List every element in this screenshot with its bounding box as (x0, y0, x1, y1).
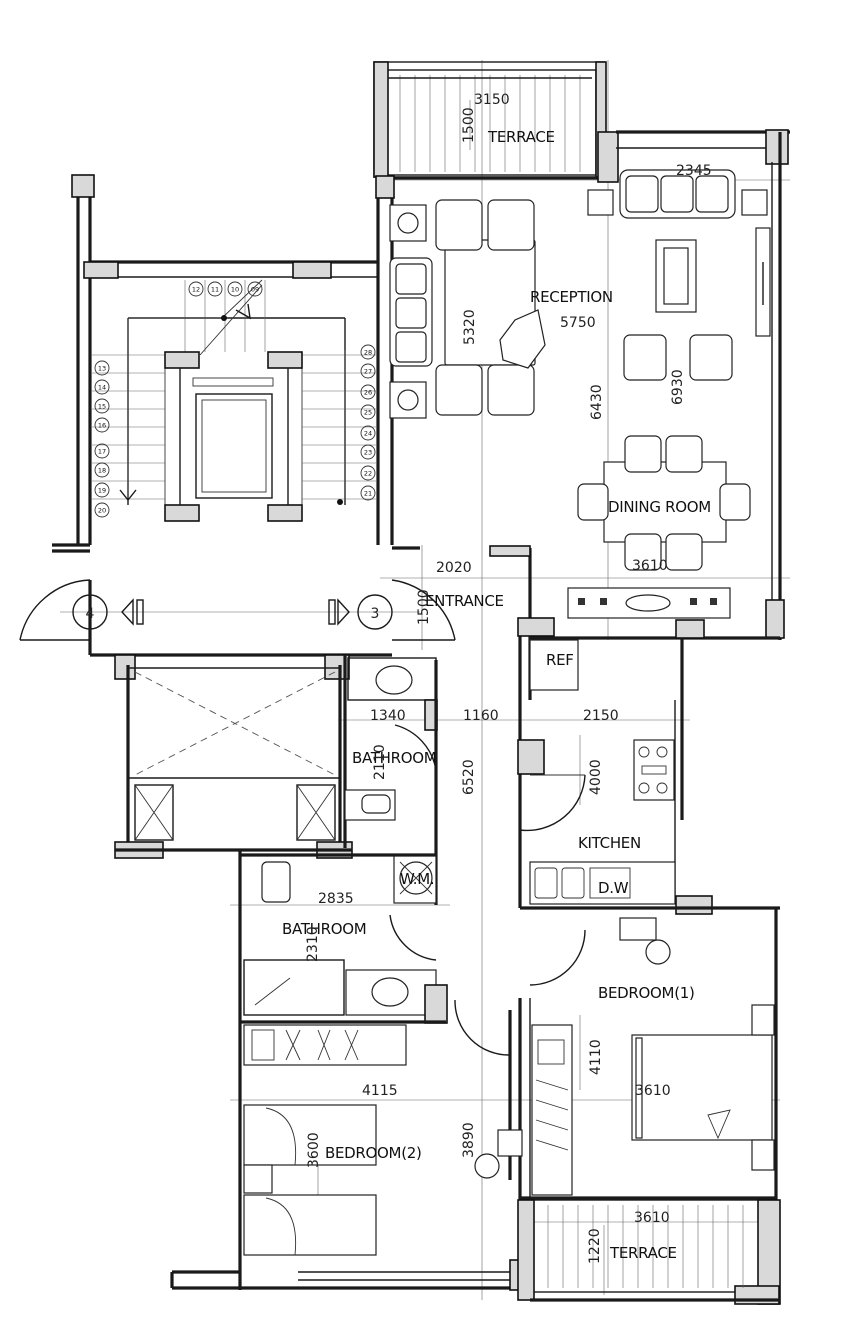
room-label-terrace-bottom: TERRACE (609, 1244, 677, 1262)
step-num: 11 (211, 286, 219, 294)
dim-3610a: 3610 (635, 1083, 671, 1099)
step-num: 27 (364, 368, 372, 376)
room-labels: TERRACE RECEPTION DINING ROOM ENTRANCE B… (282, 128, 711, 1262)
duct-shaft (114, 654, 353, 859)
room-label-kitchen: KITCHEN (578, 834, 641, 852)
room-label-entrance: ENTRANCE (425, 592, 504, 610)
step-num: 24 (364, 430, 372, 438)
lift-shaft (164, 351, 303, 522)
step-num: 15 (98, 403, 106, 411)
step-num: 28 (364, 349, 372, 357)
dim-1500: 1500 (461, 107, 477, 143)
entrance-bathroom1 (238, 655, 438, 1290)
bedroom2 (170, 998, 533, 1291)
fixture-label-fridge: REF (546, 651, 574, 669)
dim-1160: 1160 (463, 708, 499, 724)
step-num: 10 (231, 286, 239, 294)
dim-3890: 3890 (461, 1122, 477, 1158)
step-num: 23 (364, 449, 372, 457)
fixture-label-dw: D.W (598, 879, 629, 897)
bathroom2 (240, 853, 448, 1024)
dim-1500b: 1500 (416, 589, 432, 625)
step-num: 20 (98, 507, 106, 515)
step-num: 25 (364, 409, 372, 417)
bottom-terrace (517, 1199, 781, 1305)
step-num: 21 (364, 490, 372, 498)
dim-2020: 2020 (436, 560, 472, 576)
dim-4000: 4000 (588, 759, 604, 795)
step-num: 19 (98, 487, 106, 495)
grid-label-left: 4 (86, 606, 95, 622)
bedroom1 (520, 908, 778, 1200)
step-num: 17 (98, 448, 106, 456)
dim-2110: 2110 (372, 744, 388, 780)
grid-label-right: 3 (371, 606, 380, 622)
step-num: 18 (98, 467, 106, 475)
dim-2345: 2345 (676, 163, 712, 179)
dimension-labels: 3150 1500 2345 5750 5320 6430 6930 2020 … (305, 92, 712, 1264)
dim-3610c: 3610 (632, 558, 668, 574)
dim-6520: 6520 (461, 759, 477, 795)
room-label-bathroom2: BATHROOM (282, 920, 366, 938)
room-label-terrace-top: TERRACE (487, 128, 555, 146)
room-label-bedroom1: BEDROOM(1) (598, 984, 695, 1002)
room-label-bathroom1: BATHROOM (352, 749, 436, 767)
dim-3150: 3150 (474, 92, 510, 108)
step-num: 13 (98, 365, 106, 373)
stair-core (52, 174, 394, 553)
reception-walls (375, 129, 790, 640)
step-num: 14 (98, 384, 106, 392)
dim-2310: 2310 (305, 926, 321, 962)
dim-5750: 5750 (560, 315, 596, 331)
step-num: 26 (364, 389, 372, 397)
room-label-dining: DINING ROOM (608, 498, 711, 516)
kitchen-walls (517, 617, 780, 915)
dim-3610b: 3610 (634, 1210, 670, 1226)
dim-4110: 4110 (588, 1039, 604, 1075)
dim-1340: 1340 (370, 708, 406, 724)
dining-table (567, 435, 751, 619)
dim-6930: 6930 (670, 369, 686, 405)
room-label-reception: RECEPTION (530, 288, 613, 306)
stair-landing: 4 3 (19, 579, 456, 657)
fixture-label-wm: W.M. (400, 870, 434, 888)
dim-2835: 2835 (318, 891, 354, 907)
top-terrace (373, 61, 607, 178)
dim-4115: 4115 (362, 1083, 398, 1099)
step-num: 22 (364, 470, 372, 478)
step-num: 16 (98, 422, 106, 430)
dim-3600: 3600 (306, 1132, 322, 1168)
dim-1220: 1220 (587, 1228, 603, 1264)
dim-2150: 2150 (583, 708, 619, 724)
step-num: 12 (192, 286, 200, 294)
step-num: 09 (251, 286, 259, 294)
stair-step-numbers: 12 11 10 09 13 14 15 16 17 18 19 20 28 2… (94, 281, 376, 518)
room-label-bedroom2: BEDROOM(2) (325, 1144, 422, 1162)
dim-5320: 5320 (462, 309, 478, 345)
living-sofas (389, 169, 771, 419)
dim-6430: 6430 (589, 384, 605, 420)
